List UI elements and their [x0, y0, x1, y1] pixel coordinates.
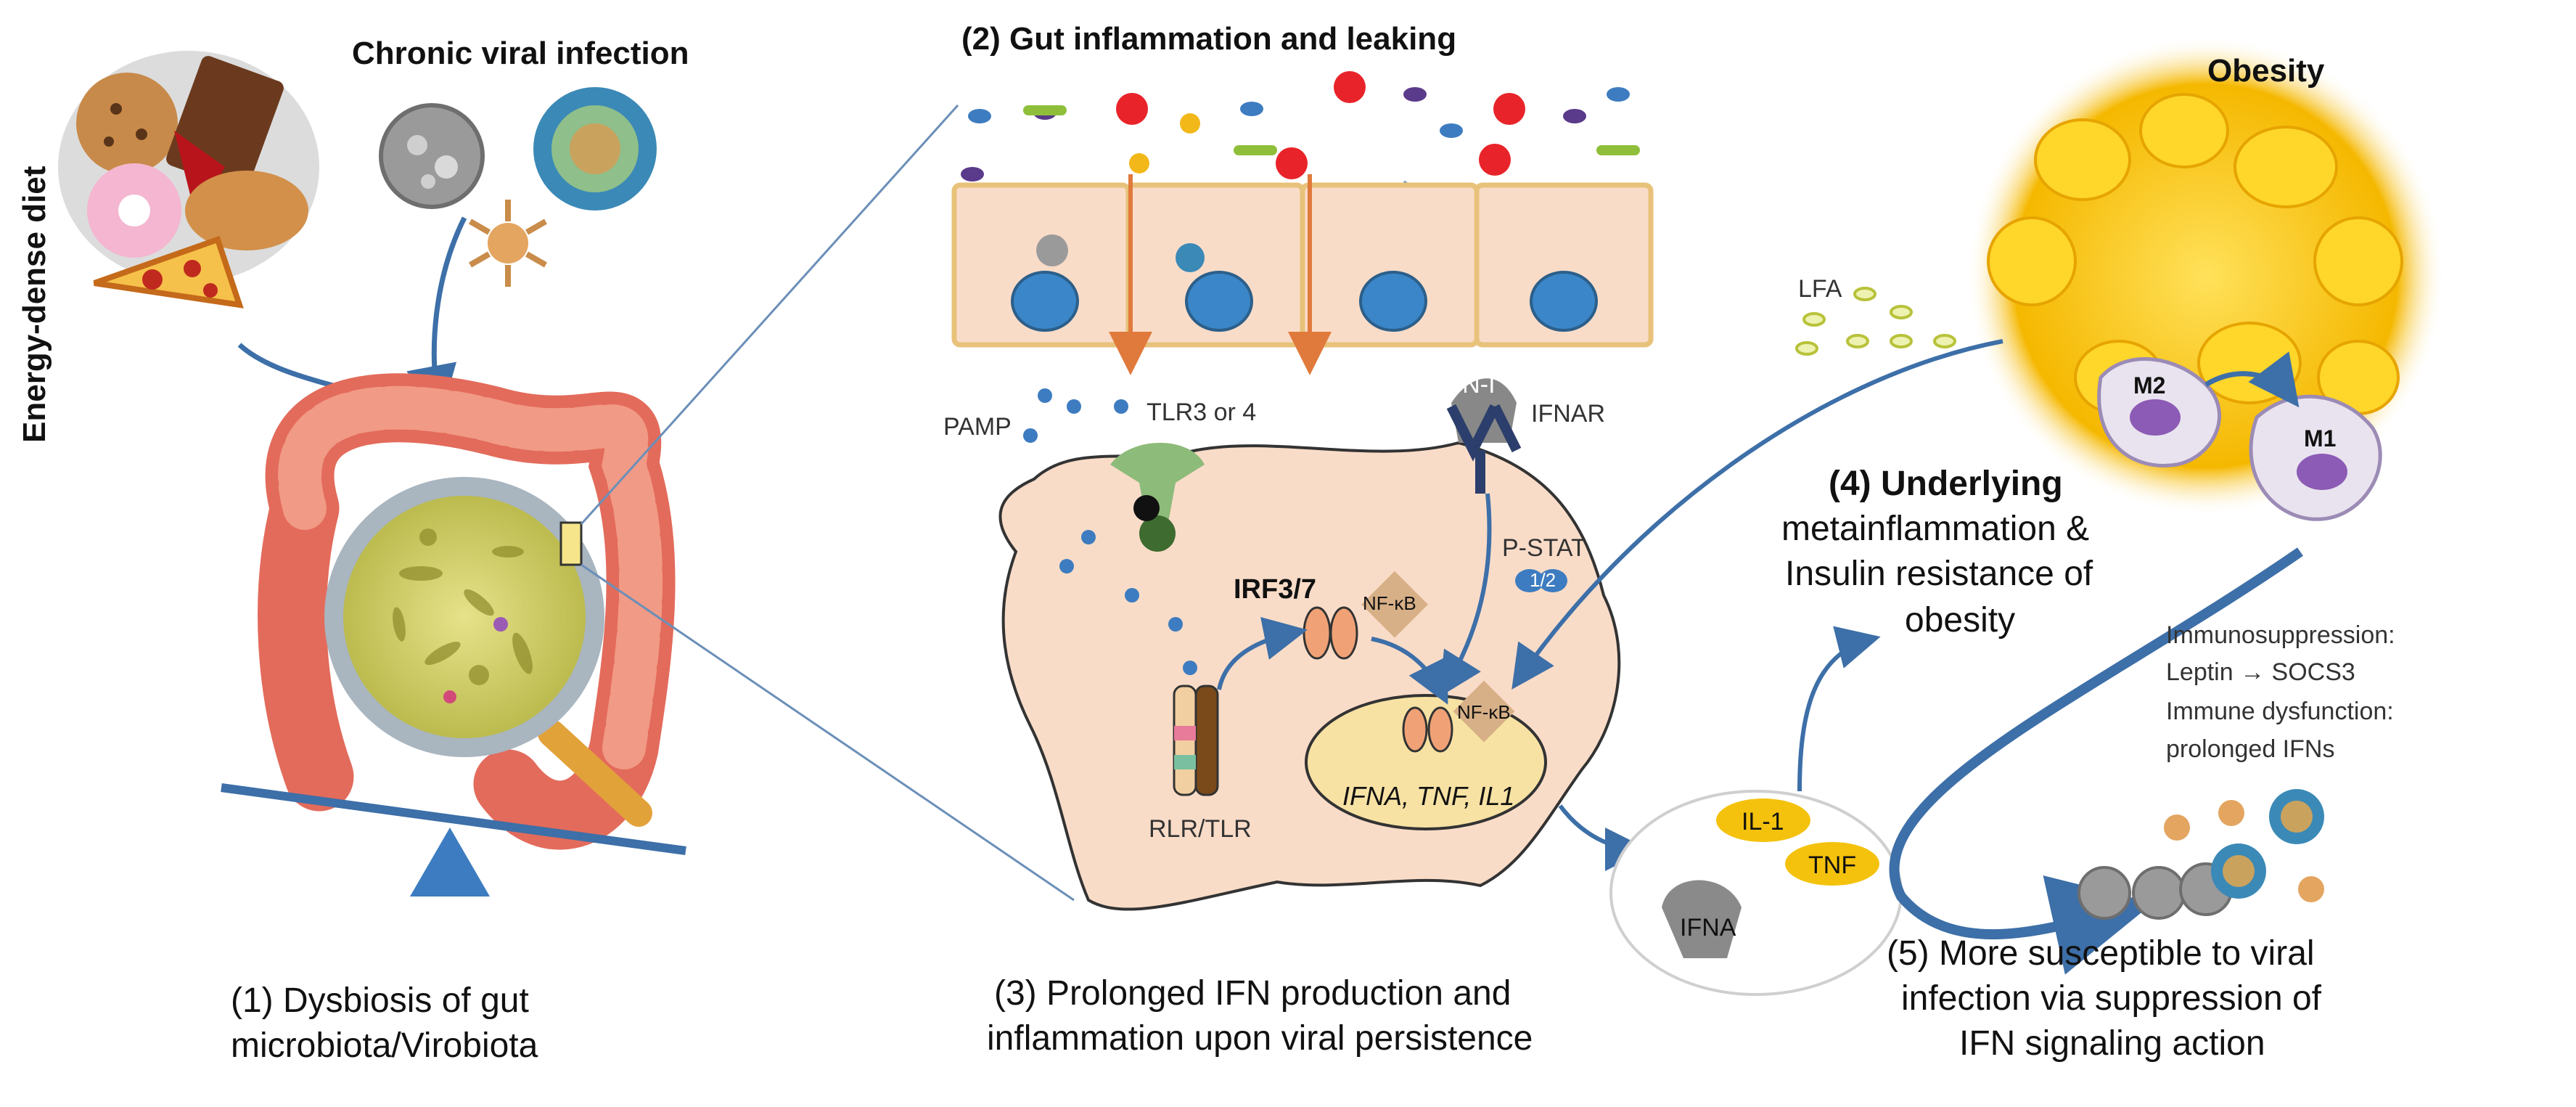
il1-to-metainflammation-arrow [1797, 626, 1881, 792]
gut-lumen-microbes [961, 71, 1640, 181]
magnifier-microbiota [324, 477, 652, 827]
step3-caption-line1: (3) Prolonged IFN production and [994, 974, 1511, 1013]
adipose-tissue [1966, 36, 2445, 521]
note-immune-dysfunction: Immune dysfunction: [2166, 698, 2394, 725]
lfa-to-nucleus-arrow [1511, 339, 2003, 690]
signaling-arrows [1217, 493, 1649, 871]
step4-caption-line1: (4) Underlying [1829, 465, 2063, 503]
epithelial-cells [951, 174, 1654, 375]
step5-caption-line1: (5) More susceptible to viral [1887, 934, 2315, 973]
p-stat-complex [1515, 569, 1567, 592]
nucleus [1305, 680, 1547, 830]
lfa-particles [1795, 287, 1956, 356]
rlr-tlr-receptor [1173, 685, 1219, 796]
gut-inflammation-title: (2) Gut inflammation and leaking [961, 21, 1457, 57]
step4-caption-line2: metainflammation & [1781, 510, 2090, 548]
step4-caption-line4: obesity [1905, 601, 2016, 640]
step1-caption-line2: microbiota/Virobiota [231, 1026, 538, 1065]
energy-dense-diet-label: Energy-dense diet [17, 166, 52, 443]
p-stat-label: P-STAT [1502, 534, 1586, 562]
note-leptin-socs3: Leptin → SOCS3 [2166, 658, 2355, 686]
virus-illustrations [379, 87, 657, 287]
pamp-label: PAMP [943, 413, 1012, 441]
note-immunosuppression: Immunosuppression: [2166, 621, 2395, 649]
chronic-viral-infection-label: Chronic viral infection [352, 36, 689, 71]
note-prolonged-ifns: prolonged IFNs [2166, 735, 2335, 763]
irf3-7-label: IRF3/7 [1234, 574, 1317, 605]
ifna-label: IFNA [1680, 914, 1736, 941]
ifnar-receptor [1446, 378, 1522, 494]
irf-dimer [1303, 571, 1428, 660]
tlr-receptor [1110, 443, 1205, 552]
m2-label: M2 [2133, 372, 2166, 399]
step3-caption-line2: inflammation upon viral persistence [987, 1019, 1533, 1058]
gene-list-label: IFNA, TNF, IL1 [1342, 781, 1515, 811]
p-stat-number: 1/2 [1530, 569, 1556, 591]
step1-caption-line1: (1) Dysbiosis of gut [231, 981, 529, 1020]
lfa-label: LFA [1798, 275, 1842, 303]
m1-macrophage [2249, 394, 2382, 521]
il1-label: IL-1 [1742, 808, 1784, 836]
step4-caption-line3: Insulin resistance of [1785, 555, 2093, 593]
tnf-label: TNF [1808, 851, 1857, 879]
step5-caption-line3: IFN signaling action [1959, 1024, 2265, 1063]
m1-label: M1 [2304, 425, 2337, 452]
virus-cluster [2077, 789, 2324, 920]
food-illustration [58, 51, 319, 309]
m2-macrophage [2097, 357, 2221, 467]
ifn-i-label: IFN-I [1440, 371, 1496, 399]
step5-caption-line2: infection via suppression of [1901, 979, 2321, 1018]
rlr-tlr-label: RLR/TLR [1149, 815, 1252, 843]
obesity-title: Obesity [2207, 53, 2325, 89]
nf-kb-label-cytoplasm: NF-κB [1363, 592, 1416, 614]
ifnar-label: IFNAR [1531, 400, 1605, 428]
tlr3-or-4-label: TLR3 or 4 [1147, 399, 1257, 426]
obesity-to-susceptibility-arrow [1889, 547, 2303, 975]
pamp-molecules [1023, 388, 1197, 675]
nf-kb-label-nucleus: NF-κB [1457, 701, 1511, 723]
immune-cell-body [998, 441, 1621, 911]
balance-scale [221, 783, 686, 896]
